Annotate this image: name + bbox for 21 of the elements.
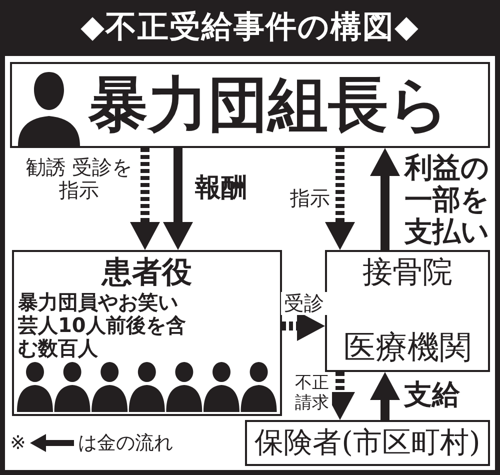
node-title: 暴力団組長ら [88,70,449,140]
dashed-arrow [130,148,160,250]
node-description: 暴力団員やお笑い芸人10人前後を含む数百人 [18,290,187,360]
legend-text: は金の流れ [78,431,173,456]
arrow [163,148,193,250]
edge-label: 受診 [281,292,327,315]
node-title: 接骨院 [362,256,452,290]
node-box [245,420,490,466]
node-title: 患者役 [102,256,192,290]
edge-label: 不正請求 [292,374,332,414]
arrow [370,372,400,420]
diagram-title: ◆不正受給事件の構図◆ [80,8,420,47]
edge-label: 指示 [288,187,332,210]
node-title: 保険者(市区町村) [254,426,480,460]
note-mark: ※ [10,432,26,454]
node-title: 医療機関 [344,329,472,366]
node-box [12,250,282,416]
node-box [10,62,490,148]
arrow [370,148,400,250]
dashed-arrow [325,148,355,250]
node-box [325,250,490,372]
